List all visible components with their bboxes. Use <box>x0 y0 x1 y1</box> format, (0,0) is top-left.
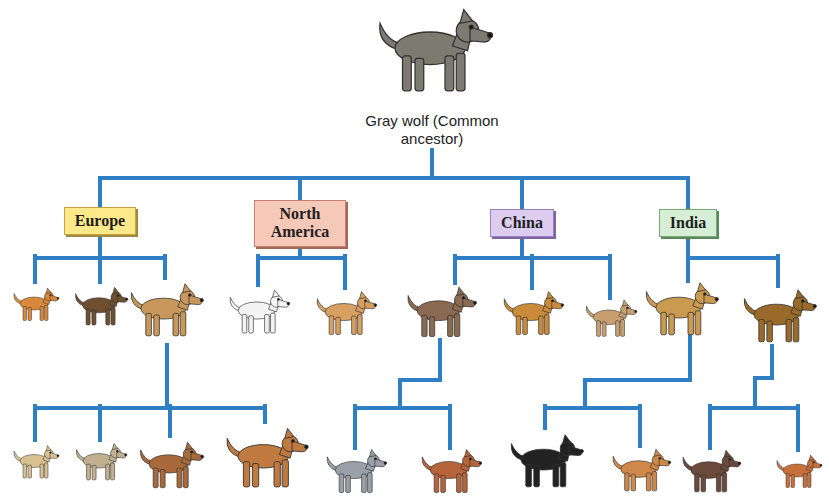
dog-figure <box>586 300 637 336</box>
region-box: China <box>490 209 554 237</box>
dog-figure <box>14 446 59 479</box>
dog-figure <box>227 428 308 487</box>
region-box: North America <box>254 200 346 247</box>
node-label: China <box>501 214 543 232</box>
dog-figure <box>327 450 387 493</box>
region-box: India <box>659 209 717 237</box>
node-label: Europe <box>75 212 125 230</box>
dog-figure <box>422 450 482 493</box>
dog-figure <box>744 290 816 342</box>
region-box: Europe <box>64 207 136 235</box>
dogs <box>14 10 822 493</box>
dog-figure <box>76 287 128 325</box>
tree-connector <box>100 148 432 207</box>
node-label: North America <box>265 205 335 242</box>
dog-figure <box>613 449 671 491</box>
dog-figure <box>777 455 822 488</box>
china-sub-branch <box>355 340 450 448</box>
tree-branches <box>35 232 798 450</box>
dog-figure <box>646 283 718 335</box>
dog-figure <box>14 288 59 321</box>
dog-figure <box>683 450 741 492</box>
tree-connector <box>300 148 432 200</box>
dog-figure <box>140 442 203 488</box>
europe-sub-branch <box>35 345 265 440</box>
dog-figure <box>131 284 203 336</box>
india-branch <box>688 232 778 286</box>
dog-figure <box>408 287 477 336</box>
north-america-branch <box>258 240 345 288</box>
node-label: India <box>670 214 706 232</box>
node-label: Gray wolf (Common ancestor) <box>359 112 505 148</box>
ancestor-label: Gray wolf (Common ancestor) <box>357 112 507 148</box>
wolf-figure <box>380 10 493 91</box>
dog-figure <box>504 292 564 335</box>
dog-figure <box>511 435 583 487</box>
dog-figure <box>317 292 377 335</box>
india-sub-branch <box>710 346 798 450</box>
india-sub-branch <box>545 336 690 446</box>
dog-figure <box>76 443 127 479</box>
dog-figure <box>230 290 290 333</box>
europe-branch <box>35 232 165 282</box>
tree-connector <box>432 148 688 209</box>
china-branch <box>455 232 610 298</box>
